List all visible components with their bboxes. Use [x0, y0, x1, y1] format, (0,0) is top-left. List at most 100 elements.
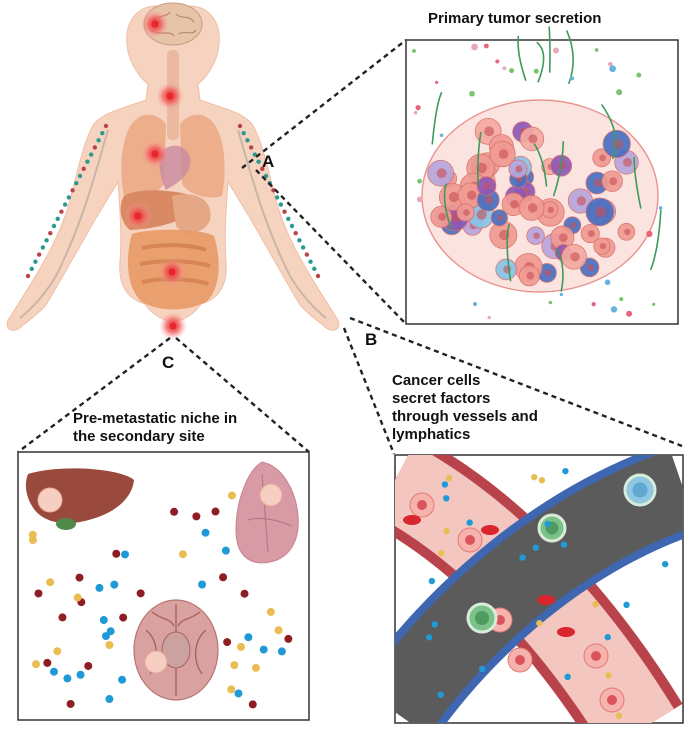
circulating-factor	[274, 626, 283, 635]
lymph-node	[297, 238, 302, 243]
secreted-factor	[532, 544, 539, 551]
lymph-node	[304, 252, 310, 257]
secreted-factor	[538, 477, 546, 484]
lymph-nodes	[25, 123, 321, 279]
secreted-factor	[519, 554, 526, 561]
cell-nucleus	[495, 615, 505, 625]
panel-b-letter: B	[365, 330, 378, 349]
cell-nucleus	[484, 195, 494, 205]
lymph-node	[289, 223, 295, 229]
secreted-factor	[609, 65, 616, 73]
cell-nucleus	[475, 611, 489, 625]
circulating-factor	[244, 633, 253, 642]
secreted-factor	[544, 520, 551, 528]
circulating-factor	[46, 578, 55, 587]
secreted-factor	[415, 105, 421, 111]
lymph-node	[33, 259, 38, 264]
secreted-factor	[552, 47, 559, 54]
tumor-hotspot-core	[134, 212, 142, 220]
secreted-factor	[487, 315, 491, 320]
stroma-fiber	[552, 141, 565, 197]
secreted-factor	[438, 549, 445, 557]
lymph-node	[293, 230, 298, 236]
panel-b-title-line: through vessels and	[392, 408, 538, 425]
human-body	[6, 2, 340, 340]
tumor-hotspot-core	[166, 92, 174, 100]
lymph-node	[312, 266, 317, 272]
red-blood-cell	[481, 525, 499, 535]
stroma-fiber	[600, 103, 617, 160]
lymph-node	[286, 216, 291, 222]
stroma-fiber	[555, 247, 564, 292]
lymph-node	[300, 245, 306, 250]
cell-nucleus	[498, 149, 509, 159]
secreted-factor	[536, 620, 543, 627]
cell-nucleus	[467, 190, 477, 200]
cell-nucleus	[570, 222, 577, 229]
secreted-factor	[425, 634, 433, 641]
lymph-node	[263, 173, 269, 179]
lymph-node	[100, 130, 105, 136]
secreted-factor	[605, 672, 612, 679]
secreted-factor	[434, 80, 439, 84]
circulating-factor	[49, 667, 58, 676]
panel-a-primary-tumor	[405, 26, 679, 325]
tumor-hotspot-core	[151, 20, 159, 28]
secreted-factor	[437, 691, 444, 698]
secreted-factor	[604, 279, 611, 286]
circulating-factor	[75, 573, 84, 582]
secreted-factor	[570, 76, 575, 81]
secreted-factor	[559, 292, 564, 297]
secreted-factor	[564, 673, 571, 681]
lymph-node	[51, 223, 57, 229]
cell-nucleus	[591, 651, 601, 661]
secreted-factor	[478, 665, 486, 673]
circulating-factor	[266, 607, 275, 616]
circulating-factor	[32, 660, 41, 669]
lymph-node	[271, 188, 276, 193]
circulating-factor	[63, 674, 72, 683]
lymph-node	[66, 195, 72, 200]
lymph-node	[256, 159, 261, 164]
cell-nucleus	[607, 695, 617, 705]
cell-nucleus	[484, 126, 495, 137]
lymph-node	[77, 173, 83, 179]
circulating-factor	[284, 634, 293, 643]
circulating-factor	[105, 640, 114, 649]
connector-lines	[17, 39, 683, 455]
secreted-factor	[483, 43, 489, 49]
secreted-factor	[443, 495, 450, 502]
circulating-factor	[58, 613, 67, 622]
circulating-factor	[73, 593, 82, 602]
tumor-hotspot-core	[168, 268, 176, 276]
lymph-node	[274, 195, 280, 200]
secreted-factor	[441, 481, 449, 488]
circulating-factor	[76, 670, 85, 679]
tumor-hotspot-core	[169, 322, 177, 330]
lymph-node	[55, 216, 60, 222]
secreted-factor	[636, 72, 642, 78]
circulating-factor	[119, 613, 128, 622]
secreted-factor	[591, 302, 596, 307]
circulating-factor	[112, 549, 121, 558]
cell-nucleus	[476, 209, 487, 220]
lymph-node	[70, 188, 75, 193]
cell-nucleus	[527, 203, 538, 213]
panel-c-title-line: the secondary site	[73, 428, 205, 445]
circulating-factor	[106, 627, 115, 636]
lung-icon	[235, 461, 299, 564]
lymph-node	[248, 145, 254, 150]
circulating-factor	[219, 573, 228, 582]
circulating-factor	[99, 616, 108, 625]
cell-nucleus	[544, 269, 552, 277]
cell-nucleus	[624, 228, 631, 236]
lung-right-organ	[180, 114, 225, 198]
cell-nucleus	[483, 182, 492, 190]
cell-nucleus	[632, 482, 648, 498]
circulating-factor	[227, 685, 236, 694]
stroma-fiber	[443, 183, 453, 231]
lymph-node	[74, 180, 79, 186]
circulating-factor	[34, 589, 43, 598]
secreted-factor	[413, 110, 418, 115]
